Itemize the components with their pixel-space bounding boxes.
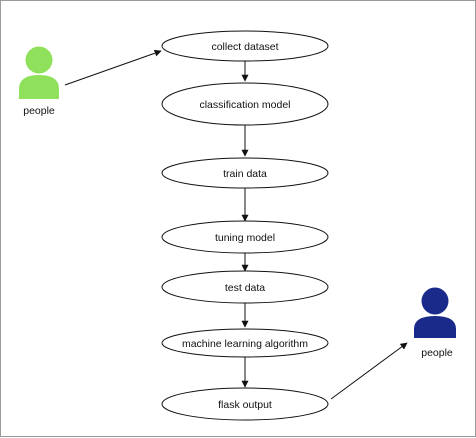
node-label-classification-model: classification model [199,99,290,111]
connectors [64,49,408,400]
node-label-collect-dataset: collect dataset [211,41,278,53]
node-test-data [161,270,329,304]
node-label-test-data: test data [225,282,265,294]
actor-label-2: people [421,347,453,359]
actor-people-blue: people [414,287,456,359]
actor-body [19,75,59,99]
node-label-flask-output: flask output [218,399,272,411]
node-label-tuning-model: tuning model [215,232,275,244]
node-classification-model [161,82,329,126]
arrow-flask-to-people [330,342,408,400]
node-collect-dataset [161,30,329,62]
actor-head [421,287,449,315]
node-label-train-data: train data [223,168,267,180]
node-tuning-model [161,220,329,254]
arrow-people-to-collect [64,49,162,86]
actor-people-green: people [19,46,59,117]
node-train-data [161,157,329,189]
actor-head [25,46,53,74]
node-label-machine-learning-algorithm: machine learning algorithm [182,338,308,350]
nodes [161,30,329,421]
actor-label-1: people [23,105,55,117]
node-flask-output [161,387,329,421]
actor-body [414,316,456,338]
node-machine-learning-algorithm [161,328,329,358]
